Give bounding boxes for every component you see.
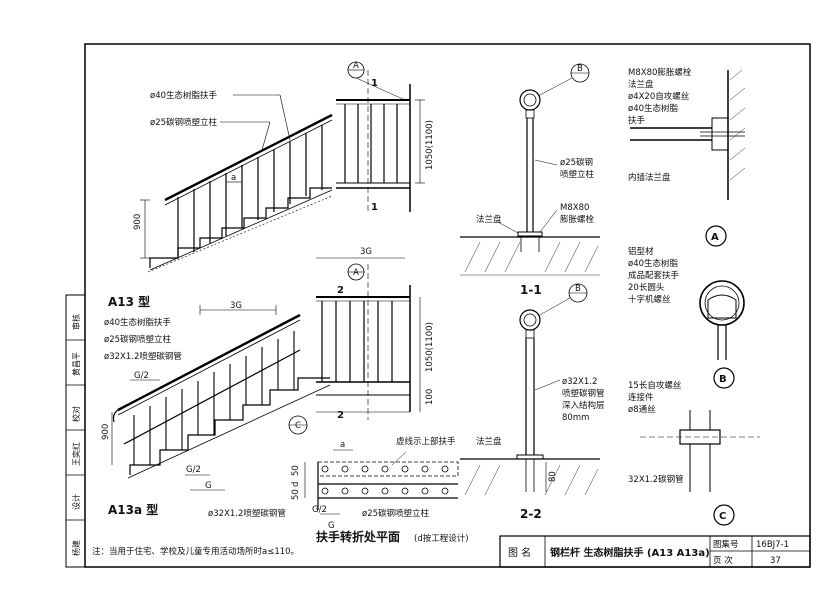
- a13a-dim-g: G: [205, 481, 212, 491]
- sec11-post-2: 喷塑立柱: [560, 169, 595, 180]
- plan-dim-d: d: [291, 482, 301, 487]
- detail-b-4: 十字机螺丝: [628, 294, 671, 305]
- side-strip-3: 王奕红: [71, 442, 81, 466]
- plan-title: 扶手转折处平面: [316, 529, 400, 544]
- drawing-title: 钢栏杆 生态树脂扶手 (A13 A13a): [550, 546, 710, 559]
- a13a-type-label: A13a 型: [108, 502, 158, 517]
- a13a-dim-900: 900: [101, 424, 111, 440]
- a13a-post-label: ø25碳钢喷塑立柱: [104, 334, 172, 345]
- a13a-handrail-label: ø40生态树脂扶手: [104, 317, 172, 328]
- detail-b: [699, 280, 745, 389]
- a13a-dim-g2: G/2: [134, 371, 149, 381]
- plan-post-label: ø25碳钢喷塑立柱: [362, 508, 430, 519]
- plan-dim-g: G: [328, 521, 335, 531]
- page-value: 37: [770, 556, 781, 566]
- callout-a-top: A: [353, 61, 359, 71]
- plan-view: [304, 449, 459, 515]
- section-2-2: [460, 283, 600, 496]
- sec2-top: 2: [337, 285, 344, 296]
- sec2-bottom: 2: [337, 410, 344, 421]
- dim-1050-top: 1050(1100): [425, 120, 435, 170]
- a13-type-label: A13 型: [108, 294, 150, 309]
- detail-b-3: 20长圆头: [628, 282, 665, 293]
- callout-b-top: B: [577, 64, 583, 74]
- a13a-stair-elevation: [111, 305, 331, 491]
- detail-c-2: ø8通丝: [628, 404, 656, 415]
- sec22-flange: 法兰盘: [476, 436, 502, 447]
- detail-a-4: 扶手: [628, 115, 646, 126]
- sec22-pipe-4: 80mm: [562, 413, 589, 423]
- side-strip-0: 审核: [71, 314, 81, 330]
- side-strip-text: 审核 黄昌平 校对 王奕红 设计 杨建: [71, 314, 81, 556]
- side-strip-1: 黄昌平: [71, 352, 81, 376]
- sec22-pipe-1: ø32X1.2: [562, 377, 597, 387]
- side-strip: [65, 294, 86, 568]
- side-elevation-1: [336, 61, 425, 212]
- sec1-top: 1: [371, 78, 378, 89]
- detail-a-0: M8X80膨胀螺栓: [628, 67, 692, 78]
- plan-dim-50-top: 50: [291, 465, 301, 476]
- plan-note: (d按工程设计): [414, 533, 469, 544]
- side-strip-2: 校对: [71, 406, 81, 422]
- detail-b-1: ø40生态树脂: [628, 258, 679, 269]
- a13-dim-a: a: [231, 173, 236, 183]
- section-1-1: [460, 63, 600, 276]
- a13-handrail-label: ø40生态树脂扶手: [150, 90, 218, 101]
- detail-c-3: 32X1.2碳钢管: [628, 474, 684, 485]
- sec11-post-1: ø25碳钢: [560, 157, 593, 168]
- title-block: [499, 535, 811, 568]
- detail-a-1: 法兰盘: [628, 79, 654, 90]
- atlas-label: 图集号: [713, 539, 739, 550]
- plan-dim-g2: G/2: [312, 505, 327, 515]
- detail-c-1: 连接件: [628, 392, 654, 403]
- plan-dim-a: a: [340, 440, 345, 450]
- a13-post-label: ø25碳钢喷塑立柱: [150, 117, 218, 128]
- a13a-pipe-label: ø32X1.2喷塑碳钢管: [104, 351, 182, 362]
- detail-a-3: ø40生态树脂: [628, 103, 679, 114]
- title-block-label: 图 名: [508, 546, 531, 559]
- detail-b-2: 成品配套扶手: [628, 270, 680, 281]
- dim-3g-middle: 3G: [360, 247, 372, 257]
- atlas-value: 16BJ7-1: [756, 540, 789, 550]
- callout-c-left: C: [295, 421, 301, 431]
- callout-a-middle: A: [353, 268, 359, 278]
- sec11-flange: 法兰盘: [476, 214, 502, 225]
- detail-a-2: ø4X20自攻螺丝: [628, 91, 690, 102]
- a13a-posts: [133, 331, 295, 465]
- sec22-title: 2-2: [520, 507, 542, 521]
- detail-b-0: 铝型材: [628, 246, 654, 257]
- bottom-note: 注：当用于住宅、学校及儿童专用活动场所时a≤110。: [92, 546, 299, 557]
- a13-posts: [177, 125, 323, 258]
- a13a-dim-3g: 3G: [230, 301, 242, 311]
- side-strip-4: 设计: [71, 494, 81, 510]
- sec11-m8-1: M8X80: [560, 203, 589, 213]
- detail-c-callout: C: [719, 511, 726, 522]
- detail-a-5: 内插法兰盘: [628, 172, 671, 183]
- sec11-m8-2: 膨胀螺栓: [560, 214, 595, 225]
- detail-b-callout: B: [719, 374, 727, 385]
- plan-dim-50-bottom: 50: [291, 489, 301, 500]
- callout-b-middle: B: [575, 284, 581, 294]
- side-strip-dividers: [66, 339, 85, 521]
- sec22-pipe-2: 喷塑碳钢管: [562, 388, 605, 399]
- detail-c-0: 15长自攻螺丝: [628, 380, 682, 391]
- sec11-title: 1-1: [520, 283, 542, 297]
- side-elevation-2: [316, 257, 421, 420]
- a13-dim-900: 900: [133, 214, 143, 230]
- a13-stair-elevation: [140, 94, 333, 273]
- side-strip-5: 杨建: [71, 540, 81, 556]
- page-label: 页 次: [713, 555, 733, 566]
- plan-dashed-note: 虚线示上部扶手: [396, 436, 456, 447]
- plan-pipe-label: ø32X1.2喷塑碳钢管: [208, 508, 286, 519]
- detail-a: [630, 69, 746, 247]
- sec1-bottom: 1: [371, 202, 378, 213]
- sec22-dim-80: 80: [548, 471, 558, 482]
- detail-a-callout: A: [711, 232, 719, 243]
- dim-1050-middle: 1050(1100): [425, 322, 435, 372]
- sec22-pipe-3: 深入结构层: [562, 400, 605, 411]
- detail-c: [640, 410, 760, 526]
- a13a-dim-g2-bottom: G/2: [186, 465, 201, 475]
- dim-100-middle: 100: [425, 389, 435, 405]
